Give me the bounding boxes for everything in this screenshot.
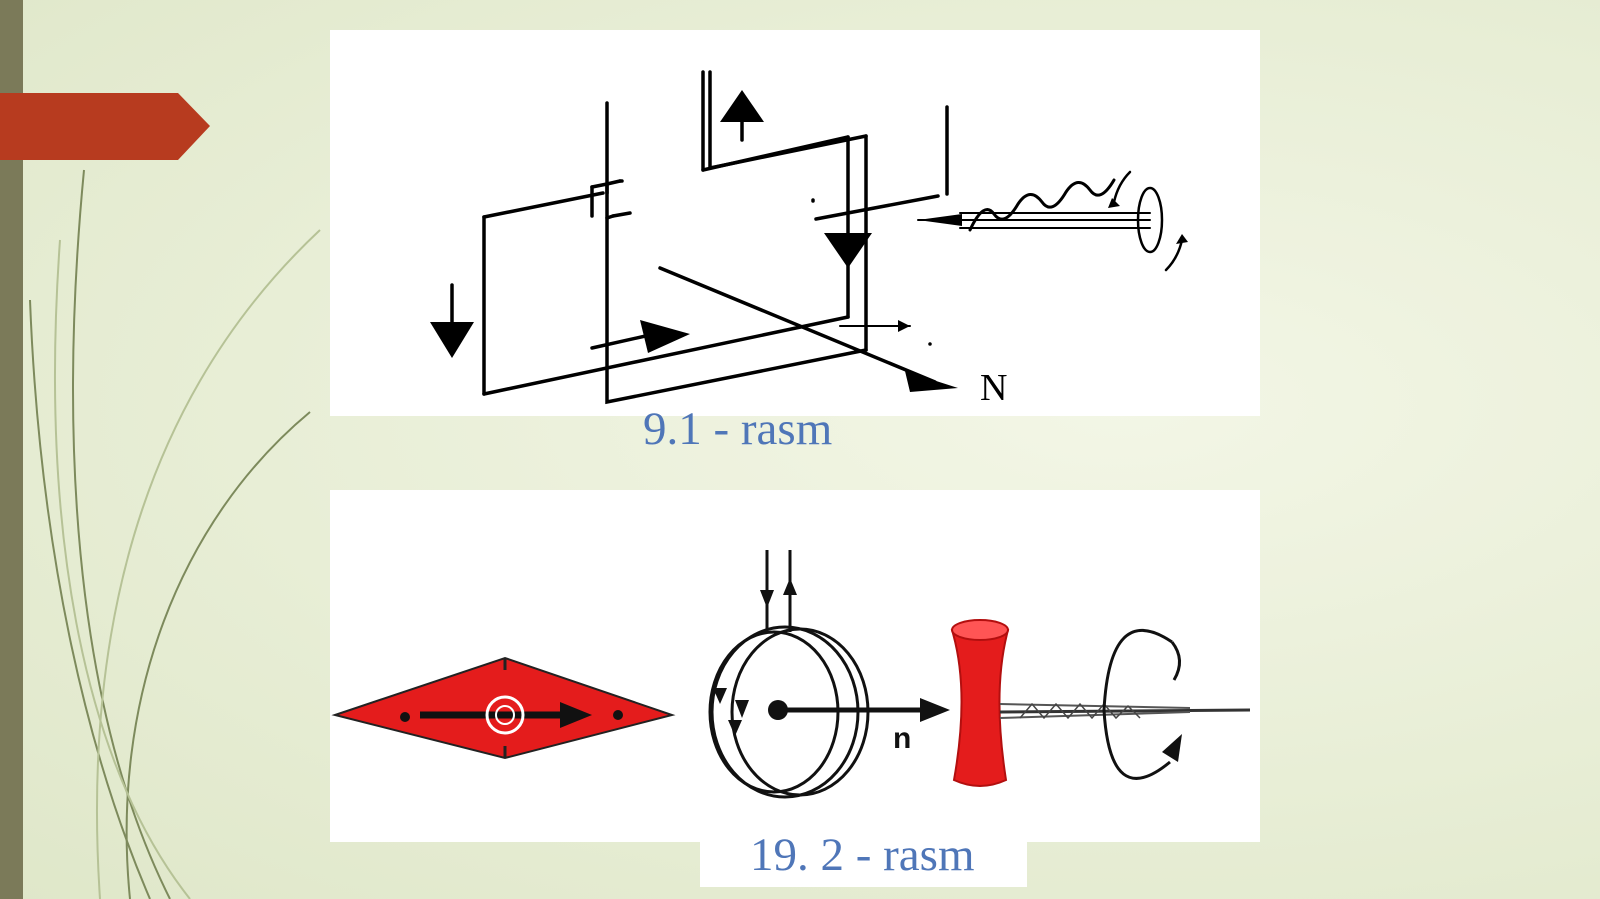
title-arrow-tab [0,93,210,160]
current-loop-icon [708,550,930,799]
compass-needle-icon [331,656,676,760]
left-edge-bar [0,0,23,899]
normal-label-n: N [980,367,1007,409]
rotation-arrow-icon [1102,629,1182,780]
figure-19-2-panel: n [330,490,1260,842]
current-frame-diagram: N [430,70,1188,409]
figure-9-1-caption: 9.1 - rasm [643,403,833,455]
decorative-curves [29,169,321,899]
gimlet-icon [950,619,1251,787]
moment-label-n: n [893,722,911,755]
figure-19-2-caption: 19. 2 - rasm [700,832,1027,887]
magnetic-moment-diagram: n [331,550,1251,799]
figure-9-1-panel: N [330,30,1260,416]
